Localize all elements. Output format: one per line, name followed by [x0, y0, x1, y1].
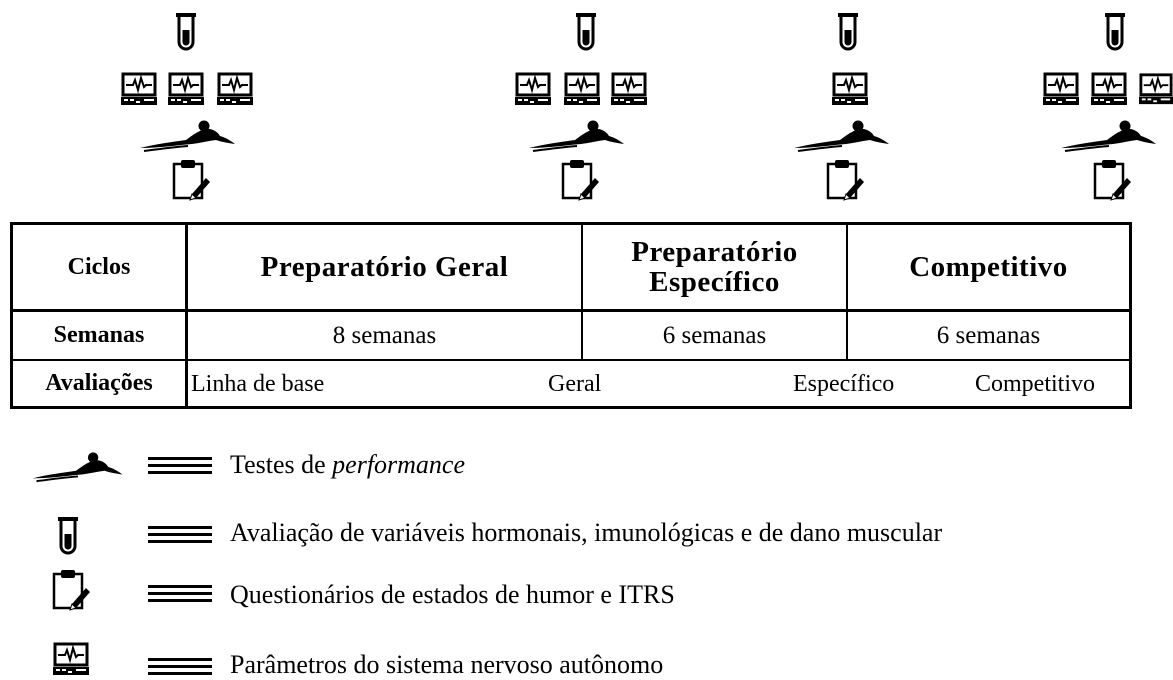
weeks-general-prep: 8 semanas: [332, 321, 437, 349]
legend-text-questionnaire: Questionários de estados de humor e ITRS: [230, 580, 675, 609]
column-divider: [581, 225, 583, 359]
test-tube-icon: [574, 12, 598, 52]
legend-item-performance: Testes de performance: [0, 446, 1173, 486]
row-label-ciclos: Ciclos: [67, 253, 131, 280]
evaluation-baseline: Linha de base: [191, 371, 325, 397]
equals-sign: [148, 658, 212, 675]
legend-item-questionnaire: Questionários de estados de humor e ITRS: [0, 576, 1173, 616]
clipboard-icon: [1091, 158, 1131, 202]
row-divider: [13, 359, 1129, 361]
heart-monitor-icon: [564, 72, 600, 106]
legend-performance-prefix: Testes de: [230, 450, 333, 479]
heart-monitor-icon: [121, 72, 157, 106]
weeks-competitive: 6 semanas: [936, 321, 1041, 349]
cycle-competitive: Competitivo: [909, 251, 1068, 283]
column-divider: [185, 225, 188, 406]
weeks-specific-prep: 6 semanas: [662, 321, 767, 349]
clipboard-icon: [824, 158, 864, 202]
row-label-semanas: Semanas: [53, 322, 145, 348]
cycle-general-prep: Preparatório Geral: [260, 251, 509, 283]
test-tube-icon: [1103, 12, 1127, 52]
cycle-specific-line2: Específico: [649, 266, 780, 298]
heart-monitor-icon: [53, 642, 89, 676]
heart-monitor-icon: [515, 72, 551, 106]
equals-sign: [148, 585, 212, 602]
heart-monitor-icon: [1091, 72, 1127, 106]
cycle-specific-line1: Preparatório: [631, 236, 798, 268]
clipboard-icon: [559, 158, 599, 202]
swimmer-icon: [30, 450, 126, 484]
legend-text-autonomic: Parâmetros do sistema nervoso autônomo: [230, 650, 664, 679]
swimmer-icon: [527, 118, 627, 154]
legend-item-autonomic: Parâmetros do sistema nervoso autônomo: [0, 640, 1173, 680]
heart-monitor-icon: [1043, 72, 1079, 106]
legend-text-performance: Testes de performance: [230, 450, 465, 480]
row-label-avaliacoes: Avaliações: [45, 370, 153, 396]
cycle-specific-prep: Preparatório Específico: [583, 225, 846, 309]
heart-monitor-icon: [1139, 72, 1173, 106]
legend-text-biochemical: Avaliação de variáveis hormonais, imunol…: [230, 518, 943, 547]
column-divider: [846, 225, 848, 359]
heart-monitor-icon: [611, 72, 647, 106]
heart-monitor-icon: [168, 72, 204, 106]
swimmer-icon: [1059, 118, 1159, 154]
evaluation-specific: Específico: [793, 371, 895, 397]
swimmer-icon: [792, 118, 892, 154]
heart-monitor-icon: [217, 72, 253, 106]
row-divider: [13, 309, 1129, 312]
heart-monitor-icon: [832, 72, 868, 106]
equals-sign: [148, 457, 212, 474]
clipboard-icon: [50, 568, 90, 612]
test-tube-icon: [174, 12, 198, 52]
legend-item-biochemical: Avaliação de variáveis hormonais, imunol…: [0, 530, 1173, 570]
evaluation-general: Geral: [548, 371, 602, 397]
clipboard-icon: [170, 158, 210, 202]
equals-sign: [148, 526, 212, 543]
evaluation-competitive: Competitivo: [975, 371, 1095, 397]
legend-performance-italic: performance: [332, 450, 466, 479]
periodization-table: Ciclos Preparatório Geral Preparatório E…: [10, 222, 1132, 409]
test-tube-icon: [836, 12, 860, 52]
swimmer-icon: [138, 118, 238, 154]
test-tube-icon: [56, 516, 80, 556]
